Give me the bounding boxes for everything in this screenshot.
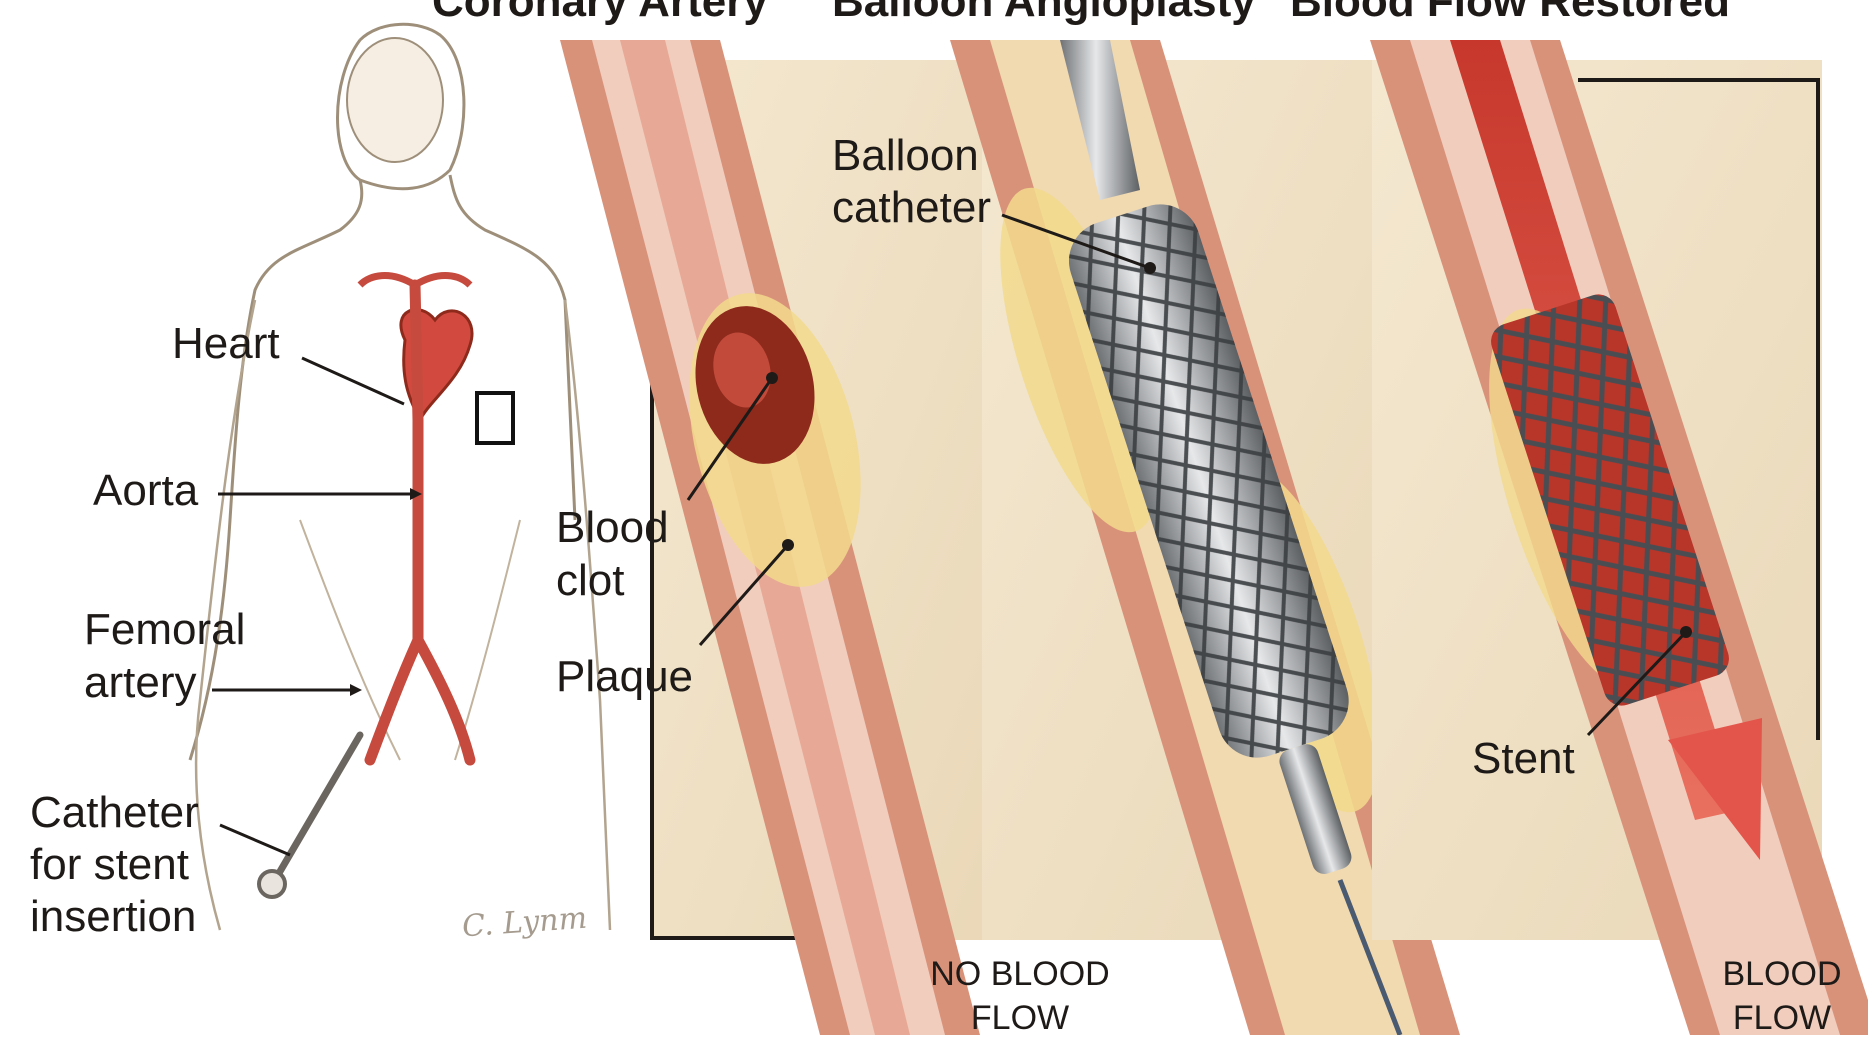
label-no-blood-flow-line2: FLOW — [900, 996, 1140, 1040]
body-figure — [190, 24, 610, 930]
label-blood-flow-line2: FLOW — [1700, 996, 1864, 1040]
label-balloon-line2: catheter — [832, 182, 991, 234]
panel-title-coronary-artery: Coronary Artery — [432, 0, 768, 28]
label-no-blood-flow: NO BLOOD FLOW — [900, 952, 1140, 1040]
label-femoral-line1: Femoral — [84, 604, 245, 656]
panel-title-blood-flow-restored: Blood Flow Restored — [1290, 0, 1730, 28]
panel-blood-flow-restored — [1370, 40, 1868, 1035]
label-catheter-line2: for stent — [30, 839, 189, 891]
label-catheter-line1: Catheter — [30, 787, 199, 839]
label-blood-clot-line1: Blood — [556, 502, 669, 554]
label-blood-flow-line1: BLOOD — [1700, 952, 1864, 996]
label-no-blood-flow-line1: NO BLOOD — [900, 952, 1140, 996]
label-blood-clot-line2: clot — [556, 555, 624, 607]
panel-title-balloon-angioplasty: Balloon Angioplasty — [832, 0, 1256, 28]
label-heart: Heart — [172, 318, 280, 370]
label-stent: Stent — [1472, 733, 1575, 785]
label-catheter-line3: insertion — [30, 891, 196, 943]
label-blood-flow: BLOOD FLOW — [1700, 952, 1864, 1040]
label-femoral-line2: artery — [84, 657, 196, 709]
label-aorta: Aorta — [93, 465, 198, 517]
label-balloon-line1: Balloon — [832, 130, 979, 182]
label-plaque: Plaque — [556, 651, 693, 703]
